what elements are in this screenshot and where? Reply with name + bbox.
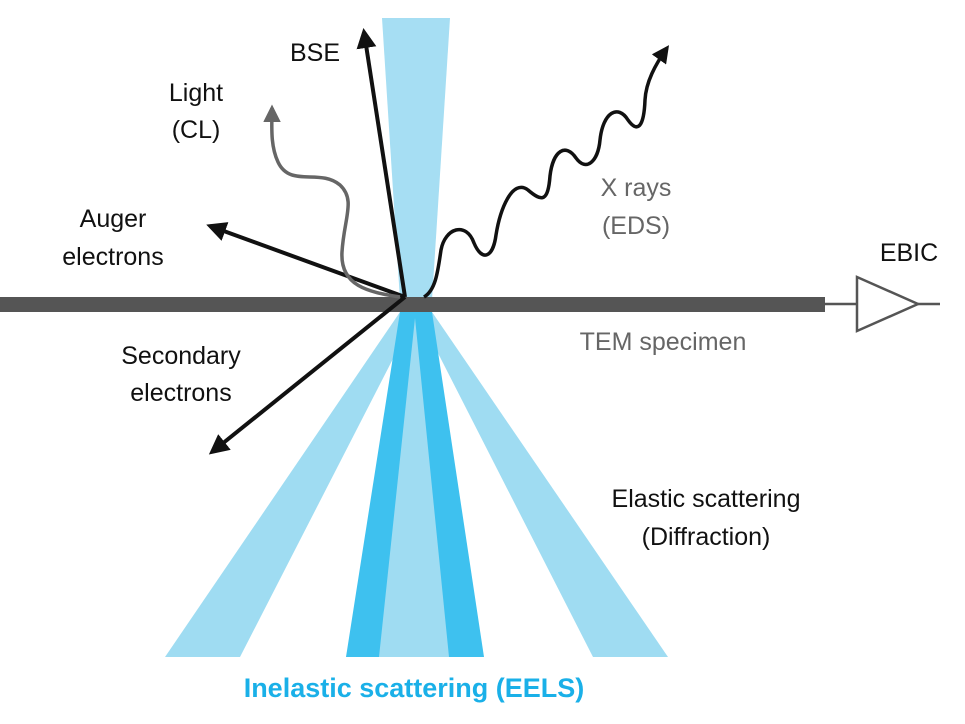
ebic-amplifier-icon — [855, 275, 922, 333]
bse-label: BSE — [290, 39, 340, 67]
tem-specimen-bar — [0, 297, 825, 312]
incident-beam — [382, 18, 450, 300]
ebic-label: EBIC — [880, 239, 938, 267]
xrays-label-line1: X rays — [601, 174, 672, 202]
secondary-label-line1: Secondary — [121, 342, 241, 370]
light-label-line1: Light — [169, 79, 223, 107]
secondary-label-line2: electrons — [130, 379, 231, 407]
auger-label-line2: electrons — [62, 243, 163, 271]
inelastic-scattering-core — [379, 318, 449, 657]
auger-electrons-arrow — [206, 222, 406, 299]
light-cl-wavy-arrow — [263, 104, 401, 299]
tem-specimen-label: TEM specimen — [580, 328, 747, 356]
secondary-electrons-arrow — [208, 295, 407, 455]
auger-label-line1: Auger — [80, 205, 147, 233]
elastic-scattering-band-left — [165, 312, 417, 657]
elastic-scattering-band-right — [417, 312, 668, 657]
inelastic-label: Inelastic scattering (EELS) — [244, 673, 585, 703]
elastic-label-line1: Elastic scattering — [612, 485, 801, 513]
xrays-label-line2: (EDS) — [602, 212, 670, 240]
elastic-label-line2: (Diffraction) — [642, 523, 771, 551]
x-rays-wavy-arrow — [422, 45, 670, 299]
bse-arrow — [356, 28, 407, 298]
light-label-line2: (CL) — [172, 116, 221, 144]
